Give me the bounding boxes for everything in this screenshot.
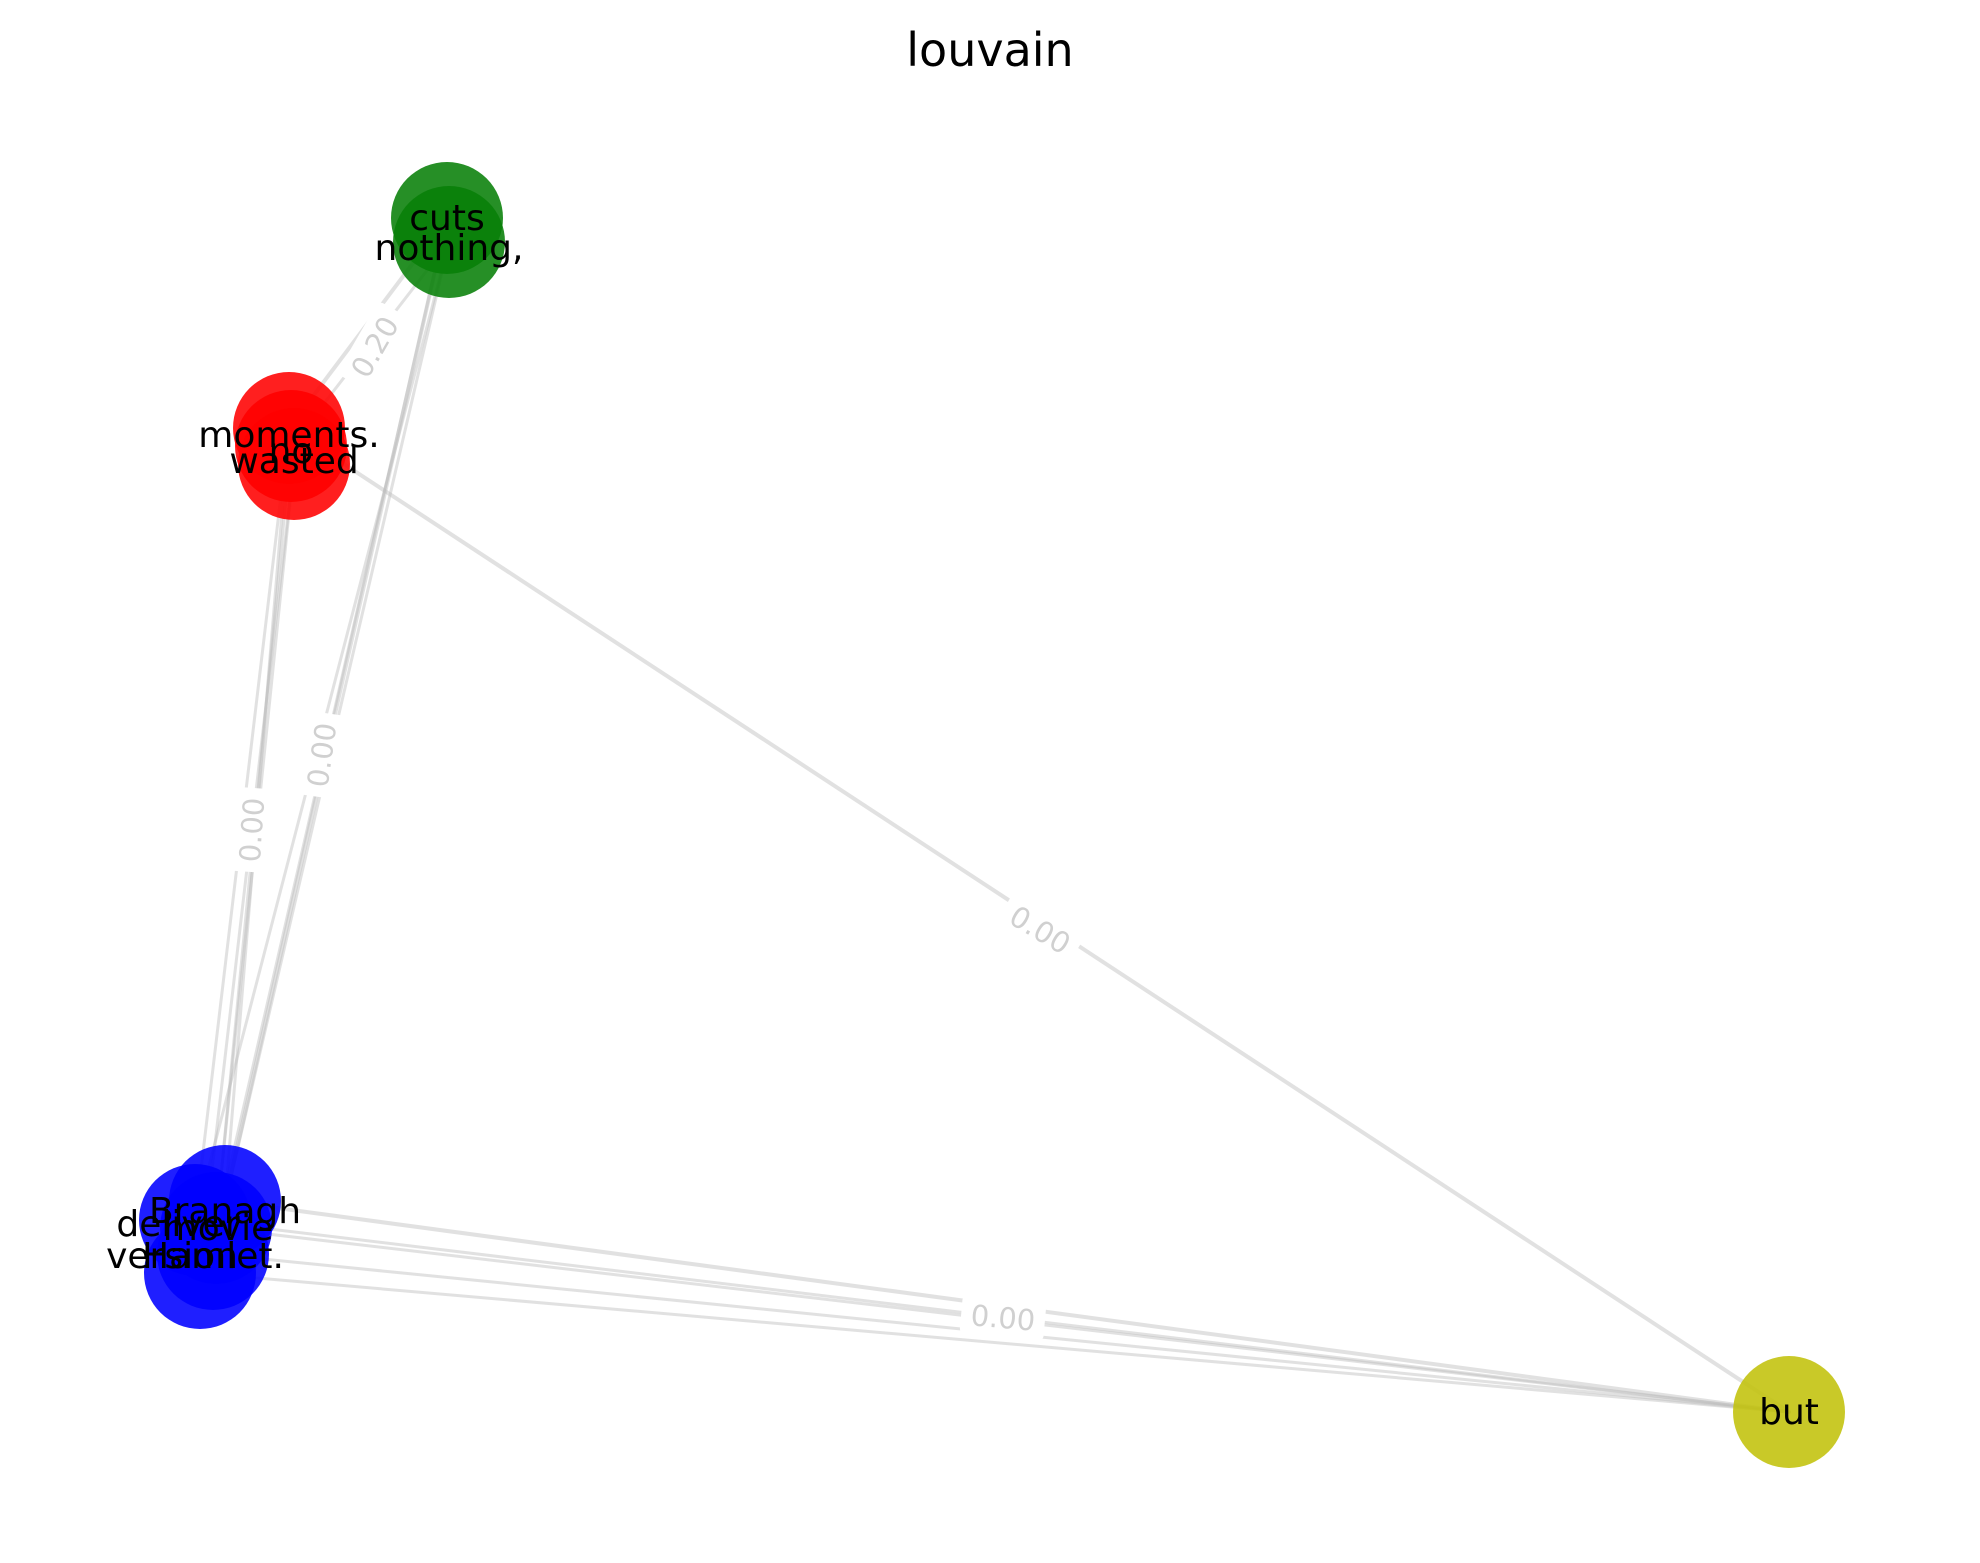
edge-version-but: [198, 1271, 1791, 1414]
edge-label-moments-but: 0.00: [995, 893, 1085, 967]
edge-label-background: [959, 1294, 1047, 1342]
edge-label-cuts-blue: 0.00: [297, 711, 347, 799]
edge-labels-layer: 0.200.000.000.000.00: [229, 302, 1085, 1342]
edge-cuts-branagh: [223, 216, 449, 1203]
node-label-cuts: cuts: [409, 198, 484, 239]
edge-label-background: [297, 711, 347, 799]
node-label-but: but: [1759, 1392, 1819, 1433]
node-but: [1733, 1356, 1845, 1468]
node-label-wasted: wasted: [229, 441, 358, 482]
node-nothing: [393, 186, 505, 298]
node-label-moments: moments.: [198, 415, 379, 456]
node-label-branagh: Branagh: [149, 1191, 301, 1232]
node-label-movie: movie: [163, 1208, 274, 1249]
node-label-hamlet: Hamlet.: [142, 1236, 284, 1277]
edge-label-background: [338, 302, 412, 392]
node-label-nothing: nothing,: [375, 228, 524, 269]
edge-label-moments-blue: 0.00: [229, 787, 275, 873]
node-wasted: [238, 408, 350, 520]
node-label-no: no: [269, 431, 314, 472]
edge-label-background: [995, 893, 1085, 967]
edge-label-text: 0.00: [969, 1298, 1036, 1337]
edges-layer: [193, 216, 1791, 1414]
node-version: [144, 1217, 256, 1329]
edge-label-background: [229, 787, 275, 873]
edge-label-blue-but: 0.00: [959, 1294, 1047, 1342]
node-label-deliver: deliver: [116, 1204, 239, 1245]
diagram-title: louvain: [906, 23, 1073, 77]
edge-label-text: 0.00: [233, 797, 271, 864]
nodes-layer: [139, 162, 1845, 1468]
node-label-version: version: [106, 1236, 238, 1277]
